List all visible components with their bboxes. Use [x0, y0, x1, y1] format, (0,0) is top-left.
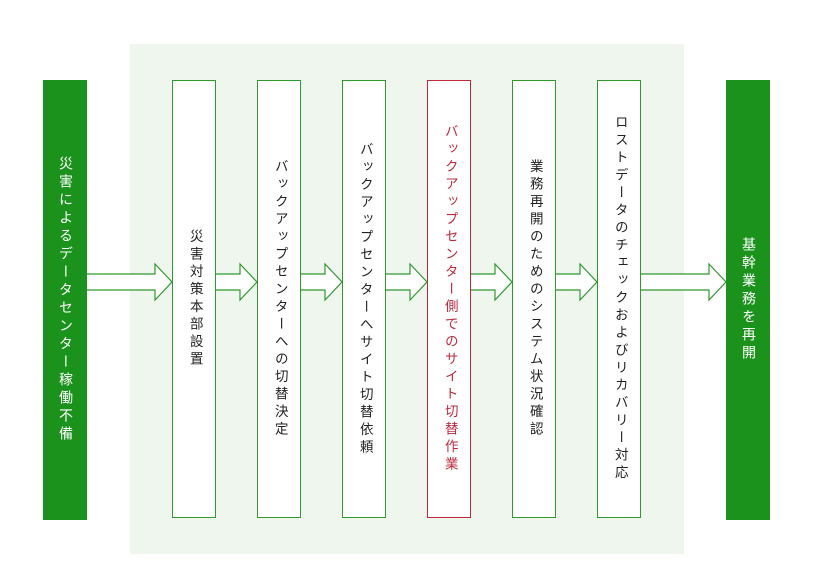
step-label-1: 災害対策本部設置 — [186, 229, 203, 369]
step-box-3: バックアップセンターへサイト切替依頼 — [342, 80, 386, 518]
step-label-3: バックアップセンターへサイト切替依頼 — [356, 141, 373, 457]
step-box-1: 災害対策本部設置 — [172, 80, 216, 518]
step-box-4-highlighted: バックアップセンター側でのサイト切替作業 — [427, 80, 471, 518]
step-label-5: 業務再開のためのシステム状況確認 — [526, 159, 543, 439]
step-box-2: バックアップセンターへの切替決定 — [257, 80, 301, 518]
step-label-6: ロストデータのチェックおよびリカバリー対応 — [611, 115, 628, 483]
step-label-4: バックアップセンター側でのサイト切替作業 — [441, 124, 458, 474]
end-box-resume: 基幹業務を再開 — [726, 80, 770, 520]
end-box-label: 基幹業務を再開 — [740, 237, 756, 363]
start-box-label: 災害によるデータセンター稼働不備 — [57, 156, 73, 444]
start-box-disaster: 災害によるデータセンター稼働不備 — [43, 80, 87, 520]
step-box-5: 業務再開のためのシステム状況確認 — [512, 80, 556, 518]
step-box-6: ロストデータのチェックおよびリカバリー対応 — [597, 80, 641, 518]
step-label-2: バックアップセンターへの切替決定 — [271, 159, 288, 439]
